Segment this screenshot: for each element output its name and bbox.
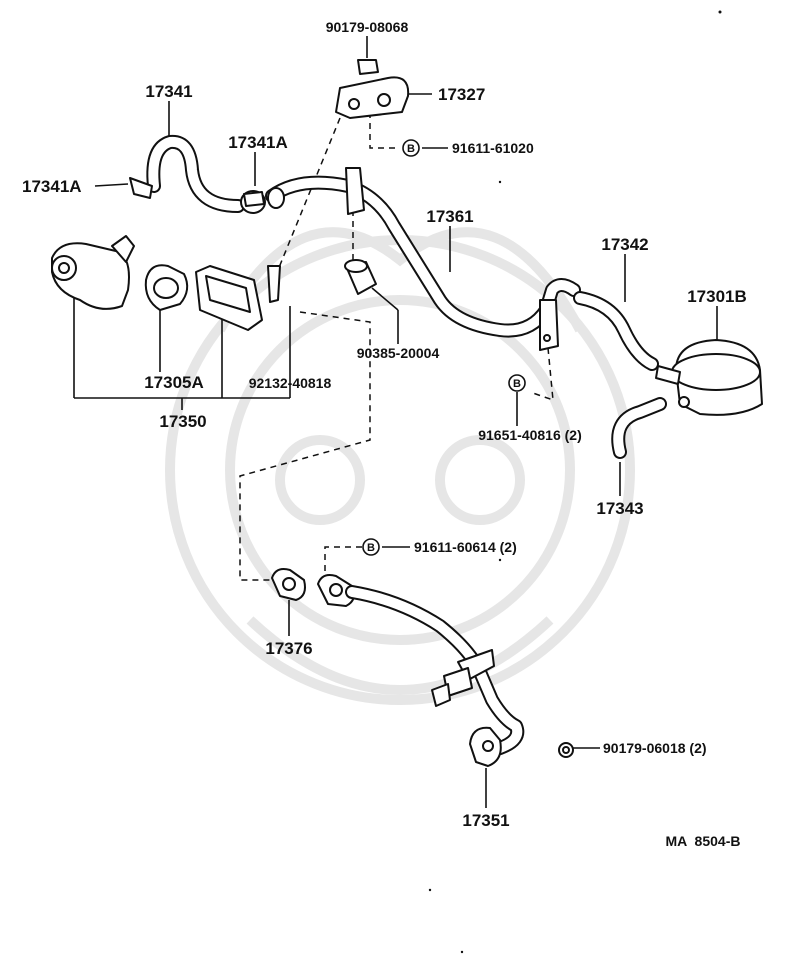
leader-lines — [73, 36, 718, 808]
label-17351: 17351 — [462, 811, 509, 830]
label-91611-60614: 91611-60614 (2) — [414, 539, 517, 555]
diagram-code: MA 8504-B — [666, 833, 741, 849]
label-17376: 17376 — [265, 639, 312, 658]
valve-assembly-17350 — [51, 235, 281, 331]
reed-valve-17301B — [655, 339, 763, 416]
label-17361: 17361 — [426, 207, 473, 226]
hose-17343 — [611, 397, 667, 459]
bolt-marker-91611-61020: B — [402, 139, 420, 157]
label-91651-40816: 91651-40816 (2) — [478, 427, 582, 443]
pipe-17351 — [317, 574, 525, 767]
clamp-17341A-left — [129, 177, 153, 199]
bolt-marker-91651-40816: B — [508, 374, 526, 392]
label-17305A: 17305A — [144, 373, 204, 392]
part-labels: 90179-08068 17341 17327 17341A 91611-610… — [22, 19, 747, 849]
hose-17342 — [573, 291, 659, 371]
label-17341A-top: 17341A — [228, 133, 288, 152]
label-90179-08068: 90179-08068 — [326, 19, 409, 35]
label-91611-61020: 91611-61020 — [452, 140, 534, 156]
scan-specks — [428, 10, 722, 954]
label-17343: 17343 — [596, 499, 643, 518]
label-17341A-left: 17341A — [22, 177, 82, 196]
label-17301B: 17301B — [687, 287, 747, 306]
hose-17341 — [146, 134, 245, 213]
label-90385-20004: 90385-20004 — [357, 345, 440, 361]
gasket-17376 — [271, 568, 306, 601]
svg-text:B: B — [367, 542, 375, 554]
nut-90179-06018 — [558, 742, 574, 758]
nut-90179-08068 — [357, 59, 379, 75]
label-90179-06018: 90179-06018 (2) — [603, 740, 707, 756]
pipe-17361 — [265, 167, 581, 351]
label-17341: 17341 — [145, 82, 192, 101]
label-17350: 17350 — [159, 412, 206, 431]
svg-text:B: B — [407, 143, 415, 155]
bolt-marker-91611-60614: B — [362, 538, 380, 556]
label-17342: 17342 — [601, 235, 648, 254]
svg-text:B: B — [513, 378, 521, 390]
label-17327: 17327 — [438, 85, 485, 104]
clamp-17341A-top — [240, 190, 266, 214]
hose-90385-20004 — [344, 259, 377, 295]
bracket-17327 — [335, 76, 410, 119]
dashed-reference-lines — [239, 112, 554, 582]
label-92132-40818: 92132-40818 — [249, 375, 332, 391]
